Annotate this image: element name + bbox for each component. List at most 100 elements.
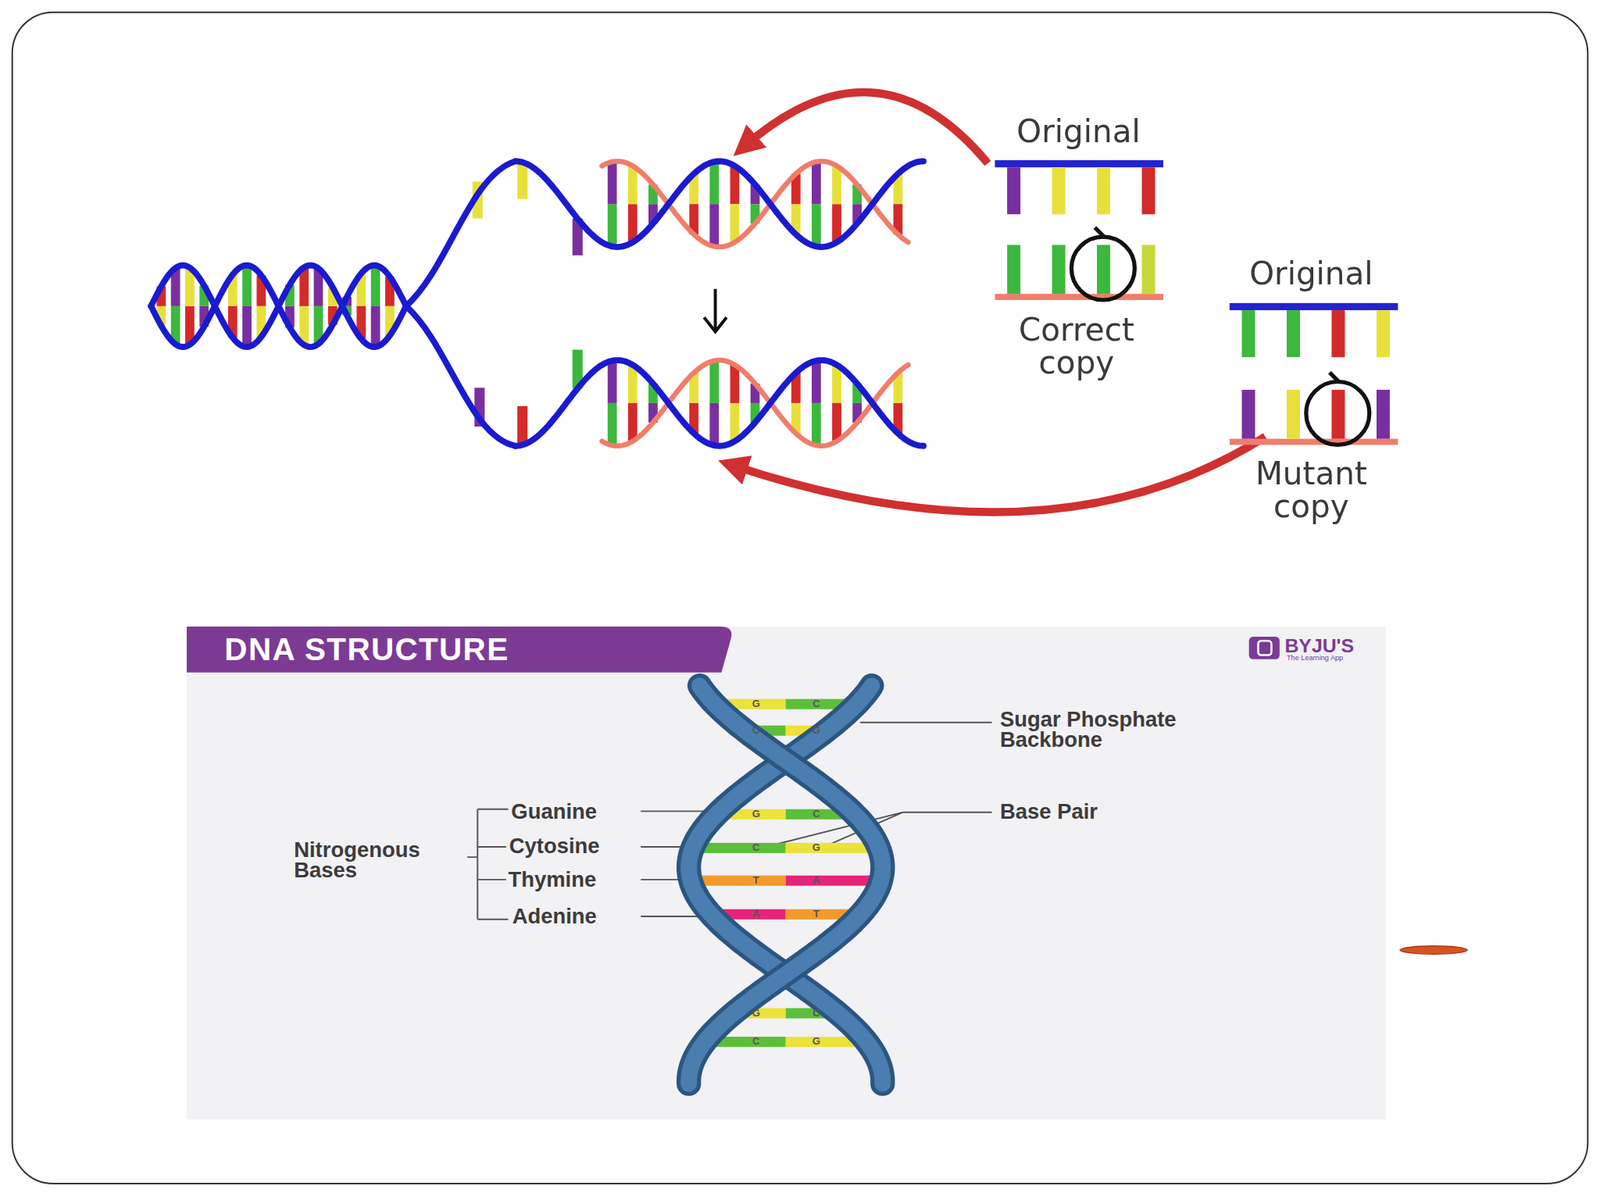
- base-rung: [607, 203, 618, 247]
- base-bar: [1052, 244, 1066, 294]
- base-rung: [371, 306, 381, 347]
- base-rung: [811, 161, 822, 204]
- base-rung: [607, 161, 618, 204]
- down-arrow: [703, 289, 727, 333]
- base-pair-detail: [1229, 303, 1399, 446]
- base-letter: C: [806, 1007, 827, 1020]
- copy-label: Mutant copy: [1229, 457, 1393, 523]
- title-band: [186, 626, 732, 673]
- part-label: Base Pair: [1000, 799, 1098, 824]
- title-text: DNA STRUCTURE: [224, 631, 509, 668]
- base-rung: [709, 161, 719, 204]
- base-rung: [730, 364, 740, 404]
- strand-bar: [1229, 439, 1399, 446]
- base-rung: [709, 203, 719, 247]
- base-bar: [1096, 167, 1111, 215]
- base-name: Adenine: [512, 903, 597, 929]
- base-pair-detail: [994, 160, 1164, 300]
- sugar-phosphate-strand: [689, 685, 883, 1084]
- parent-strand: [150, 265, 407, 347]
- base-rung: [628, 403, 638, 442]
- base-rung: [709, 360, 719, 404]
- base-name: Cytosine: [509, 833, 600, 858]
- parent-strand: [150, 265, 407, 347]
- panel-background: [186, 626, 1386, 1120]
- base-rung: [832, 165, 842, 204]
- new-strand: [602, 360, 909, 447]
- dna-helix: [682, 685, 890, 1084]
- mutation-tick: [1329, 372, 1340, 383]
- half-rung: [517, 162, 528, 200]
- parent-strand: [515, 160, 924, 247]
- base-rung: [811, 203, 822, 247]
- base-letter: G: [806, 842, 827, 855]
- base-rung: [607, 403, 618, 446]
- base-bar: [1242, 310, 1256, 358]
- base-letter: G: [806, 724, 827, 737]
- base-rung: [709, 403, 719, 446]
- slide-border: [12, 12, 1589, 1184]
- mutation-tick: [1094, 227, 1105, 238]
- base-letter: G: [806, 1035, 827, 1049]
- strand-bar: [994, 160, 1164, 168]
- base-letter: C: [806, 697, 827, 711]
- base-letter: A: [806, 874, 827, 887]
- base-rung: [730, 203, 740, 243]
- sugar-phosphate-strand: [689, 685, 883, 1084]
- base-name: Thymine: [507, 867, 597, 892]
- base-bar: [1331, 310, 1345, 358]
- base-bar: [1096, 244, 1111, 294]
- part-label: Sugar Phosphate Backbone: [1000, 709, 1256, 750]
- base-letter: T: [806, 907, 827, 921]
- base-letter: C: [806, 807, 827, 821]
- leader-line: [860, 721, 992, 724]
- base-letter: G: [746, 807, 767, 821]
- base-letter: C: [746, 724, 767, 737]
- sugar-phosphate-strand: [689, 685, 883, 1084]
- strand-label: Original: [1199, 255, 1424, 293]
- base-letter: C: [746, 1035, 767, 1049]
- mutation-circle: [1306, 381, 1370, 445]
- base-letter: G: [746, 697, 767, 711]
- logo-tagline: The Learning App: [1286, 653, 1343, 662]
- leader-lines: [467, 722, 992, 920]
- replication-illustration: [150, 160, 924, 446]
- copy-label: Correct copy: [994, 313, 1158, 379]
- half-rung: [517, 406, 528, 446]
- red-arrow: [732, 436, 1266, 512]
- bracket: [467, 809, 508, 920]
- base-letter: A: [746, 907, 767, 921]
- base-bar: [1376, 389, 1390, 440]
- base-letter: G: [746, 1007, 767, 1020]
- new-strand: [602, 160, 909, 247]
- orange-mark: [1400, 946, 1468, 954]
- base-bar: [1052, 167, 1066, 215]
- base-bar: [1142, 244, 1156, 294]
- strand-bar: [994, 293, 1164, 300]
- strand-bar: [1229, 303, 1399, 311]
- base-bar: [1286, 389, 1300, 440]
- logo-glyph: [1257, 640, 1272, 655]
- parent-strand: [515, 360, 924, 447]
- base-bar: [1376, 310, 1390, 358]
- base-rung: [811, 360, 822, 404]
- base-name: Guanine: [510, 799, 597, 824]
- base-rung: [628, 165, 638, 204]
- base-rung: [242, 306, 252, 347]
- logo-mark: [1249, 636, 1280, 660]
- parent-strand: [406, 160, 516, 306]
- base-rung: [832, 403, 842, 442]
- base-letter: T: [746, 874, 767, 887]
- base-bar: [1007, 244, 1021, 294]
- sugar-phosphate-strand: [689, 685, 883, 1084]
- base-bar: [1242, 389, 1256, 440]
- base-bar: [1142, 167, 1156, 215]
- base-rung: [242, 265, 252, 307]
- group-label: Nitrogenous Bases: [293, 839, 468, 881]
- base-bar: [1007, 167, 1021, 215]
- base-bar: [1331, 389, 1345, 440]
- base-bar: [1286, 310, 1300, 358]
- logo-name: BYJU'S: [1284, 634, 1354, 658]
